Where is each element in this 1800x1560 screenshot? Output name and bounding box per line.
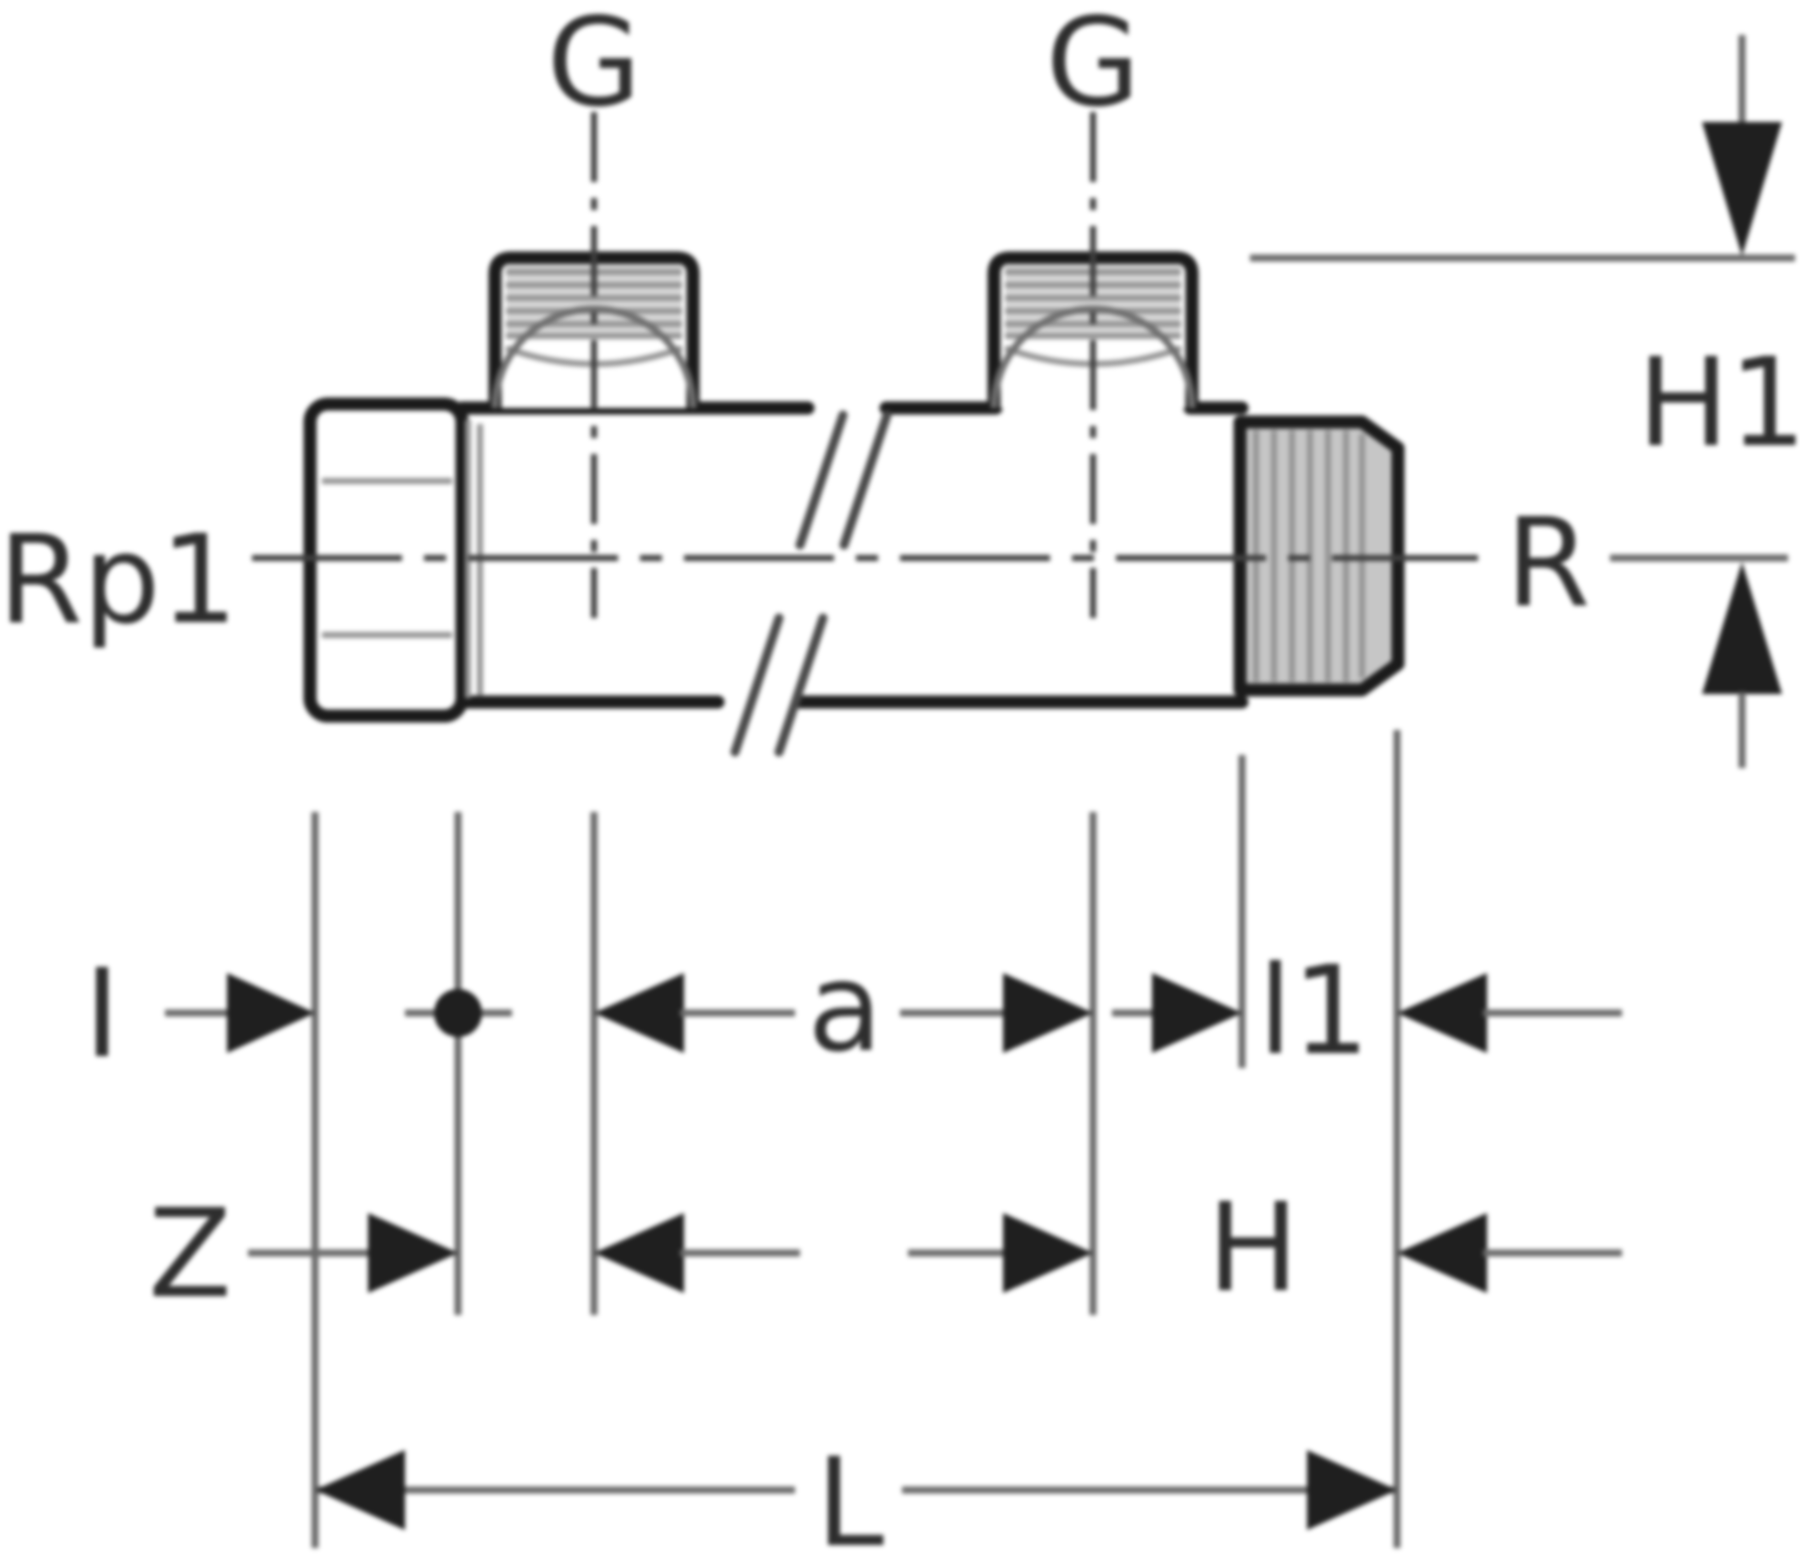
arrow-right-icon xyxy=(1307,1450,1397,1530)
label-g1: G xyxy=(547,0,642,134)
label-dim-i: I xyxy=(84,943,120,1085)
arrow-left-icon xyxy=(594,1213,684,1293)
arrow-left-icon xyxy=(315,1450,405,1530)
arrow-left-icon xyxy=(594,973,684,1053)
male-thread-section xyxy=(1233,415,1405,697)
spigot-2-dome-arc xyxy=(990,305,1196,409)
dot-terminator xyxy=(434,989,482,1037)
arrow-right-icon xyxy=(227,973,315,1053)
pipe-break-symbol xyxy=(730,410,892,757)
spigot-1-dome-arc xyxy=(491,305,697,409)
label-r: R xyxy=(1506,492,1591,634)
label-dim-l1: l1 xyxy=(1258,940,1370,1082)
arrow-left-icon xyxy=(1397,973,1487,1053)
arrow-down-icon xyxy=(1702,122,1782,256)
arrow-right-icon xyxy=(368,1213,458,1293)
label-dim-a: a xyxy=(808,937,883,1079)
label-g2: G xyxy=(1046,0,1141,134)
dimension-row-2 xyxy=(248,1213,1622,1293)
label-h1: H1 xyxy=(1637,332,1800,474)
label-rp1: Rp1 xyxy=(0,509,238,651)
label-dim-l: L xyxy=(816,1432,884,1560)
label-dim-h: H xyxy=(1207,1177,1299,1319)
arrow-right-icon xyxy=(1152,973,1242,1053)
dimension-h1 xyxy=(1702,35,1782,768)
extension-lines xyxy=(311,730,1401,1548)
dimension-row-l xyxy=(315,1450,1397,1530)
dimension-row-1 xyxy=(165,973,1622,1053)
arrow-up-icon xyxy=(1702,562,1782,694)
arrow-right-icon xyxy=(1003,1213,1093,1293)
label-dim-z: Z xyxy=(148,1183,232,1325)
arrow-left-icon xyxy=(1397,1213,1487,1293)
arrow-right-icon xyxy=(1003,973,1093,1053)
